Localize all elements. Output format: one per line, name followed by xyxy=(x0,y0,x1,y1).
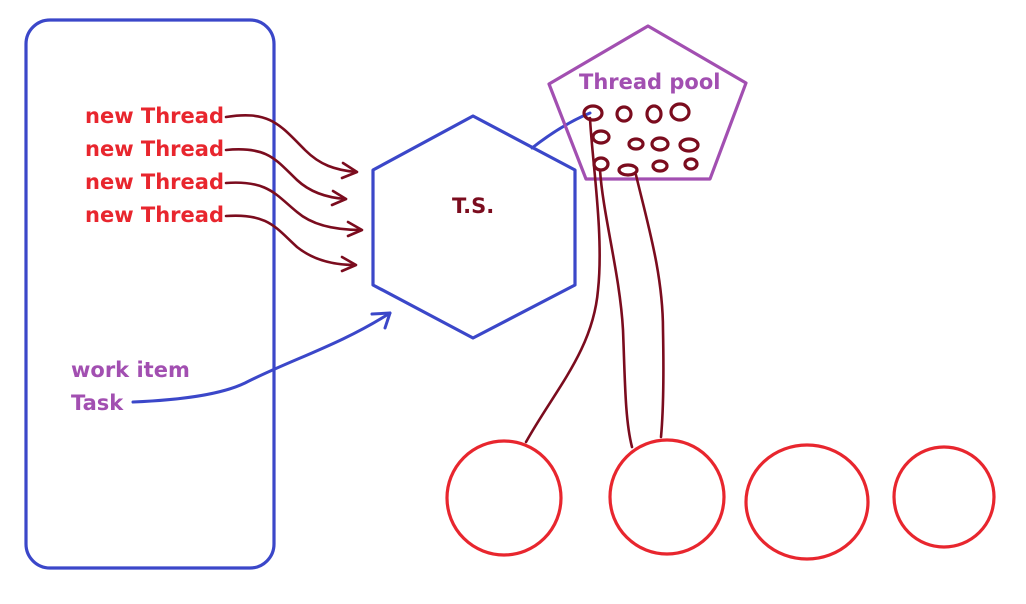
pool-thread xyxy=(627,137,645,151)
new-thread-label-2: new Thread xyxy=(85,137,224,161)
pool-thread xyxy=(582,104,604,122)
pool-thread xyxy=(650,136,670,152)
task-scheduler-label: T.S. xyxy=(452,194,494,218)
work-item-label: work item xyxy=(71,358,190,382)
pool-thread xyxy=(678,137,700,153)
thread-arrow-3 xyxy=(224,181,364,238)
pool-thread xyxy=(669,102,691,122)
task-arrow xyxy=(131,311,392,404)
pool-threads xyxy=(582,102,700,177)
thread-wire-2 xyxy=(598,168,634,449)
task-scheduler-hexagon xyxy=(371,114,577,340)
application-box xyxy=(24,18,276,570)
pool-thread xyxy=(592,156,610,172)
pool-thread xyxy=(683,157,699,171)
pool-thread xyxy=(617,163,639,177)
new-thread-label-1: new Thread xyxy=(85,104,224,128)
pool-thread xyxy=(615,105,633,123)
thread-wire-1 xyxy=(524,116,601,444)
new-thread-label-4: new Thread xyxy=(85,203,224,227)
cpu-core-1 xyxy=(445,439,563,557)
new-thread-label-3: new Thread xyxy=(85,170,224,194)
cpu-core-2 xyxy=(608,438,726,556)
pool-thread xyxy=(645,104,663,124)
thread-pool-label: Thread pool xyxy=(579,70,720,94)
pool-thread xyxy=(591,129,611,145)
thread-pool-pentagon xyxy=(547,24,748,181)
task-label: Task xyxy=(71,391,124,415)
cpu-core-3 xyxy=(744,443,870,561)
thread-arrow-2 xyxy=(224,148,348,207)
thread-arrow-1 xyxy=(224,114,359,180)
thread-arrow-4 xyxy=(224,214,358,273)
thread-wire-3 xyxy=(634,173,665,439)
cpu-core-4 xyxy=(892,445,996,549)
pool-thread xyxy=(651,159,669,173)
